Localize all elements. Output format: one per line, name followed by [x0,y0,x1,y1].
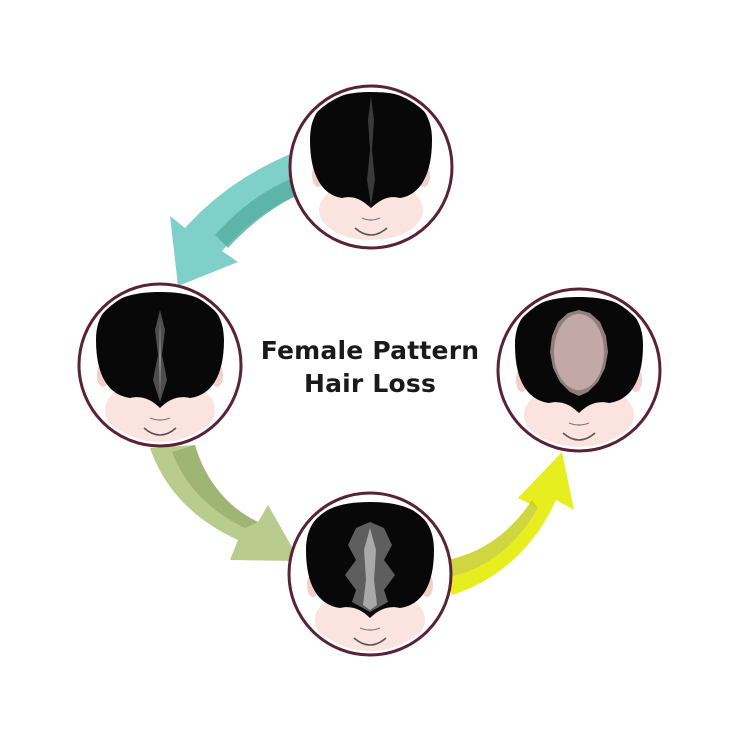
title-line-1: Female Pattern [260,336,480,365]
stage-2-head [77,282,243,448]
arrow-teal-top-to-left [170,150,305,286]
stage-4-head [496,287,662,453]
stage-1-head [288,84,454,250]
arrow-yellow-bottom-to-right [445,452,574,595]
diagram-title: Female Pattern Hair Loss [220,334,520,400]
arrow-green-left-to-bottom [150,445,300,561]
stage-3-head [287,491,453,657]
title-line-2: Hair Loss [303,369,437,398]
